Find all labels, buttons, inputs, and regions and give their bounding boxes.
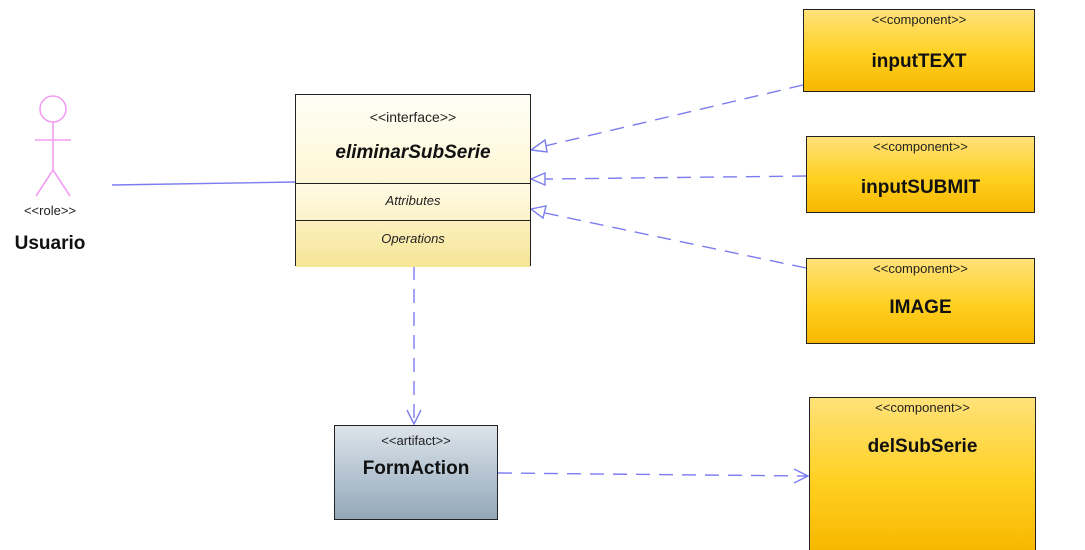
artifact-formaction[interactable]: <<artifact>> FormAction (334, 425, 498, 520)
artifact-stereotype: <<artifact>> (381, 433, 451, 448)
interface-stereotype: <<interface>> (369, 109, 457, 125)
component-name: inputTEXT (871, 51, 967, 72)
interface-header: <<interface>> eliminarSubSerie (296, 95, 530, 184)
association-line (111, 181, 296, 186)
component-stereotype: <<component>> (871, 12, 967, 27)
component-stereotype: <<component>> (873, 139, 968, 154)
component-name: delSubSerie (867, 436, 978, 457)
artifact-name: FormAction (362, 458, 470, 479)
component-name: inputSUBMIT (860, 177, 981, 198)
interface-box[interactable]: <<interface>> eliminarSubSerie Attribute… (295, 94, 531, 267)
attributes-label: Attributes (385, 193, 441, 208)
interface-name: eliminarSubSerie (335, 142, 491, 163)
realization-inputtext (529, 84, 804, 153)
operations-label: Operations (381, 231, 445, 246)
stick-figure-icon (35, 95, 71, 197)
dependency-artifact-delsubserie (497, 468, 810, 484)
component-stereotype: <<component>> (875, 400, 970, 415)
actor-stereotype: <<role>> (23, 203, 77, 218)
realization-inputsubmit (529, 171, 807, 187)
realization-image (529, 205, 807, 269)
component-inputtext[interactable]: <<component>> inputTEXT (803, 9, 1035, 92)
interface-attributes-compartment: Attributes (296, 184, 530, 221)
dependency-interface-artifact (406, 266, 422, 426)
actor-name[interactable]: Usuario (14, 233, 86, 254)
component-name: IMAGE (889, 297, 952, 318)
component-delsubserie[interactable]: <<component>> delSubSerie (809, 397, 1036, 550)
component-inputsubmit[interactable]: <<component>> inputSUBMIT (806, 136, 1035, 213)
interface-operations-compartment: Operations (296, 221, 530, 267)
component-image[interactable]: <<component>> IMAGE (806, 258, 1035, 344)
component-stereotype: <<component>> (873, 261, 968, 276)
